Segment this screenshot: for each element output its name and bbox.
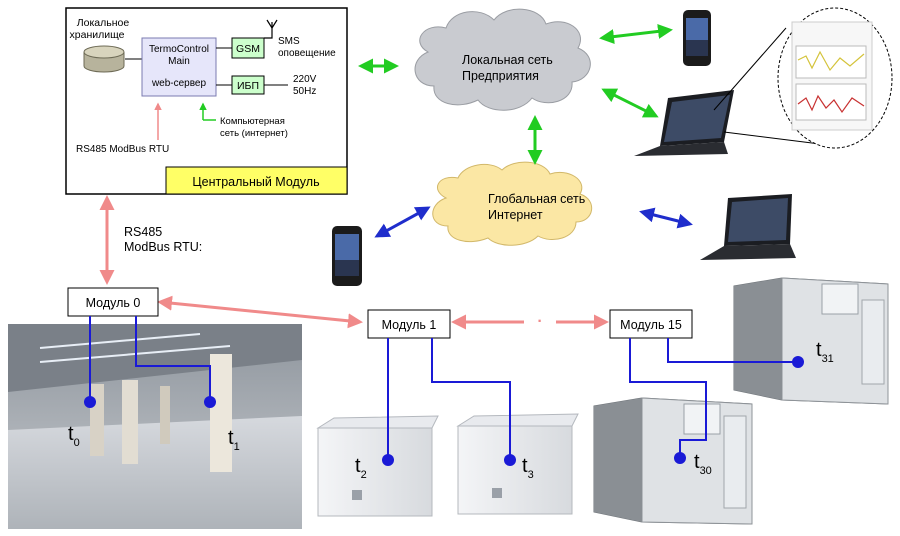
storage-label-line1: Локальное xyxy=(77,17,130,29)
power-label-line1: 220V xyxy=(293,74,317,85)
main-label-line2: Main xyxy=(168,56,190,67)
sensor-dot-t3 xyxy=(504,454,516,466)
cold-room-icon xyxy=(733,277,889,405)
sensor-label-t30: t30 xyxy=(694,451,712,477)
sensor-label-t1: t1 xyxy=(228,427,240,453)
phone-icon xyxy=(683,10,711,66)
sensor-label-t31: t31 xyxy=(816,339,834,365)
database-icon xyxy=(83,45,125,73)
global-network-label-line2: Интернет xyxy=(488,208,543,222)
storage-label-line2: хранилище xyxy=(70,29,125,41)
laptop-icon xyxy=(634,90,734,156)
module-1-label: Модуль 1 xyxy=(382,318,437,332)
central-module: Центральный Модуль Локальное хранилище T… xyxy=(65,7,348,195)
main-label-line3: web-сервер xyxy=(151,78,207,89)
antenna-icon xyxy=(264,19,278,39)
network-label-line2: сеть (интернет) xyxy=(220,128,288,139)
main-label-line1: TermoControl xyxy=(149,44,209,55)
arrow-global-to-laptop xyxy=(639,207,693,229)
sensor-dot-t1 xyxy=(204,396,216,408)
sensor-line-t30 xyxy=(629,338,707,458)
bus-ellipsis: · xyxy=(537,313,542,330)
sensor-line-t31 xyxy=(667,338,798,363)
sensor-label-t0: t0 xyxy=(68,423,80,449)
module-15: Модуль 15 xyxy=(609,309,693,339)
arrow-module0-to-module1 xyxy=(157,295,363,329)
bus-label-line1: RS485 xyxy=(124,225,162,239)
module-0: Модуль 0 xyxy=(67,287,159,317)
sms-label-line2: оповещение xyxy=(278,48,336,59)
global-network-cloud: Глобальная сеть Интернет xyxy=(432,161,592,246)
main-controller-box xyxy=(141,37,217,97)
freezer-icon xyxy=(316,415,439,517)
sms-label-line1: SMS xyxy=(278,36,300,47)
sensor-dot-t31 xyxy=(792,356,804,368)
phone-icon xyxy=(332,226,362,286)
local-network-label-line2: Предприятия xyxy=(462,69,539,83)
module-0-label: Модуль 0 xyxy=(86,296,141,310)
warehouse-photo xyxy=(8,324,302,529)
power-label-line2: 50Hz xyxy=(293,86,316,97)
module-15-label: Модуль 15 xyxy=(620,318,682,332)
sensor-line-t1 xyxy=(135,316,211,402)
gsm-box xyxy=(231,37,265,59)
sensor-line-t3 xyxy=(431,338,511,460)
sensor-dot-t30 xyxy=(674,452,686,464)
central-module-title-bg xyxy=(165,166,348,195)
arrow-local-to-phone xyxy=(599,23,673,45)
sensor-label-t3: t3 xyxy=(522,455,534,481)
local-network-cloud: Локальная сеть Предприятия xyxy=(414,8,591,111)
module-1: Модуль 1 xyxy=(367,309,451,339)
network-label-line1: Компьютерная xyxy=(220,116,285,127)
gsm-label: GSM xyxy=(236,43,260,55)
sensor-label-t2: t2 xyxy=(355,455,367,481)
arrow-global-to-phone xyxy=(374,206,431,238)
screenshot-callout xyxy=(713,7,893,149)
global-network-label-line1: Глобальная сеть xyxy=(488,192,585,206)
ups-label: ИБП xyxy=(237,80,259,92)
sensor-dot-t0 xyxy=(84,396,96,408)
local-network-label-line1: Локальная сеть xyxy=(462,53,553,67)
bus-label-line2: ModBus RTU: xyxy=(124,240,202,254)
freezer-icon xyxy=(456,413,579,515)
sensor-dot-t2 xyxy=(382,454,394,466)
rs485-input-label: RS485 ModBus RTU xyxy=(76,144,169,155)
cold-room-icon xyxy=(593,397,753,525)
laptop-icon xyxy=(700,194,796,260)
central-module-title: Центральный Модуль xyxy=(192,175,319,189)
arrow-local-to-laptop xyxy=(601,88,659,118)
